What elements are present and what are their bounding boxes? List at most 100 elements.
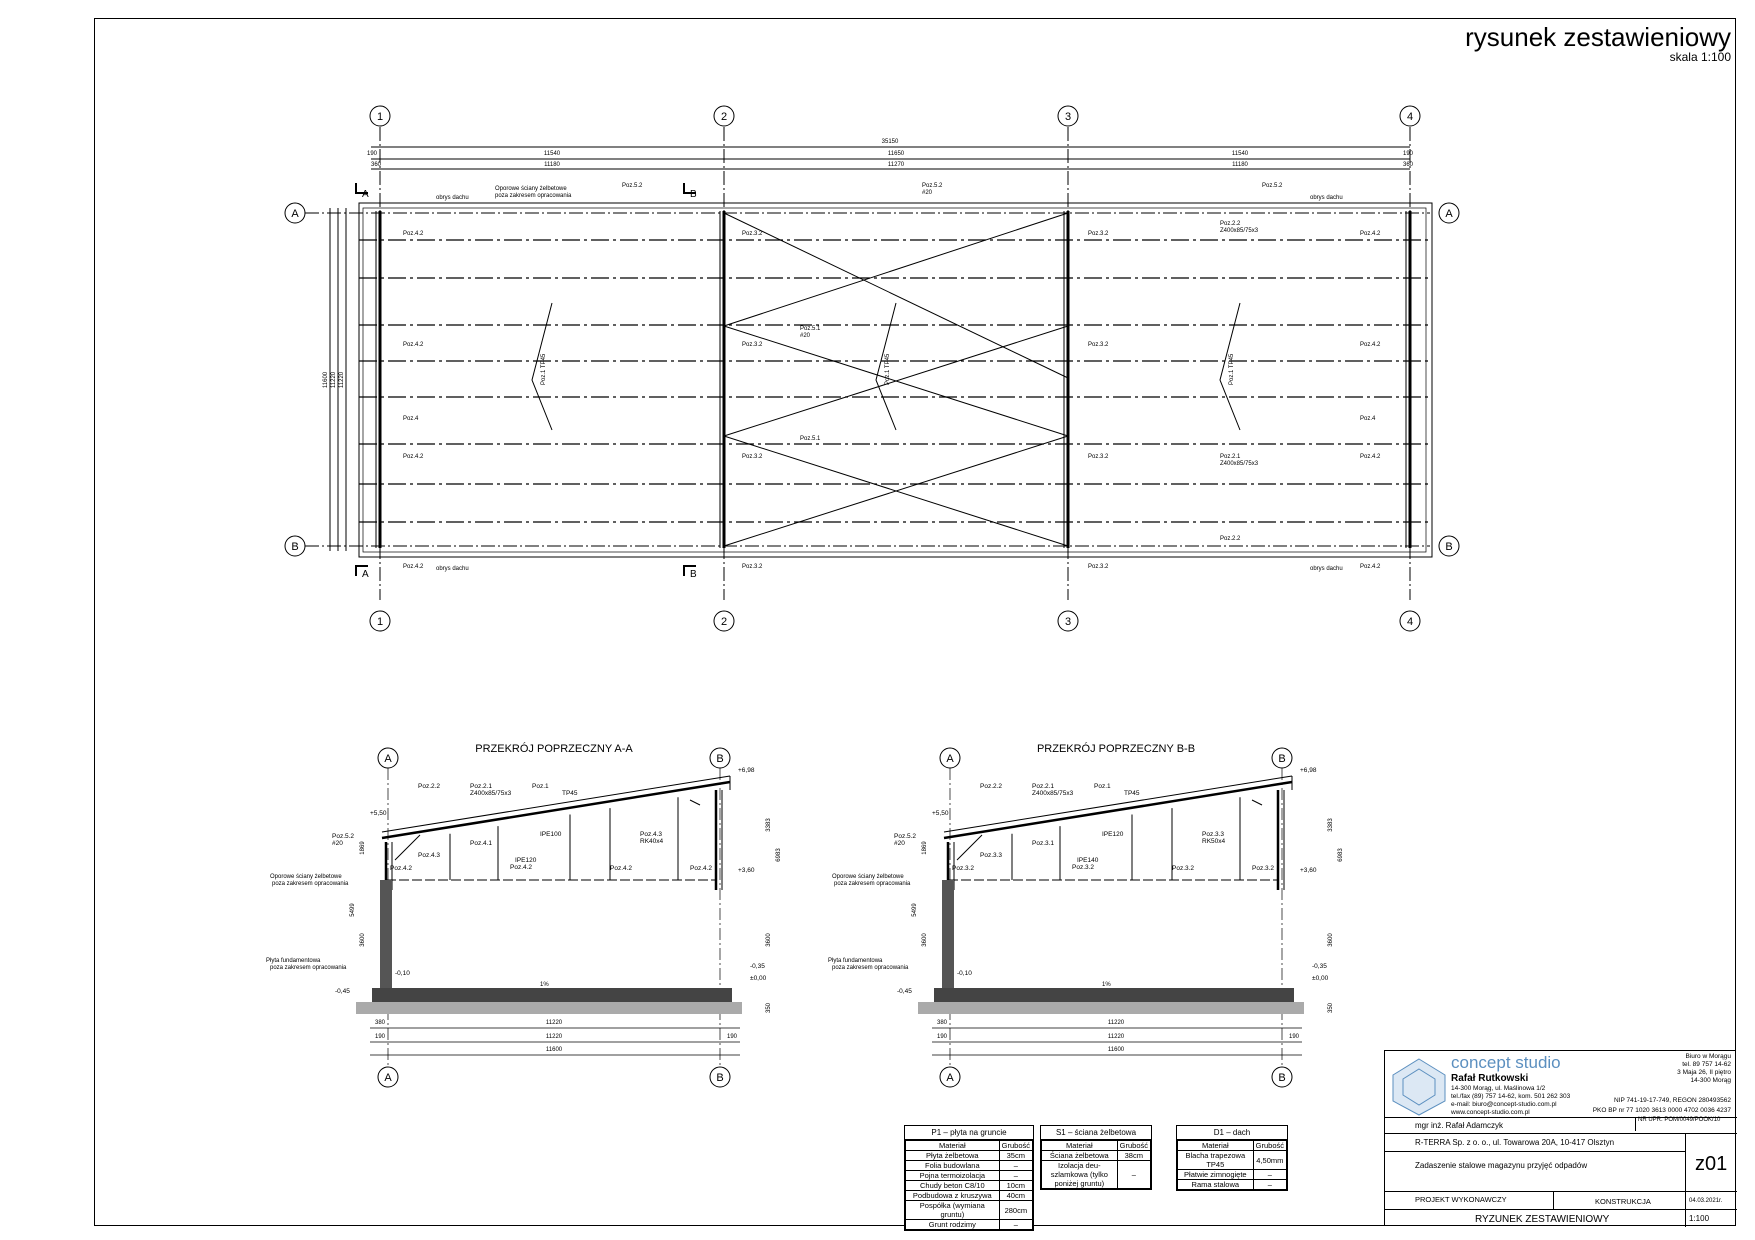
member-label: Poz.4.2: [610, 865, 632, 872]
dimension: 11220: [1108, 1034, 1125, 1040]
drawing-label: Poz.4.2: [1360, 342, 1381, 348]
level-mark: -0,10: [957, 970, 972, 977]
axis-label: A: [946, 753, 954, 765]
table-cell: Grunt rodzimy: [905, 1219, 1000, 1230]
member-label: IPE120: [1102, 831, 1124, 838]
table-cell: Izolacja deu-szlamkowa (tylko poniżej gr…: [1041, 1160, 1118, 1189]
drawing-label: poza zakresem opracowania: [834, 881, 911, 887]
table-cell: –: [998, 1160, 1034, 1171]
dimension: 5499: [912, 903, 918, 917]
drawing-label: poza zakresem opracowania: [832, 965, 909, 971]
drawing-label: Poz.1 TP45: [1229, 353, 1235, 385]
drawing-label: Oporowe ściany żelbetowe: [270, 874, 342, 880]
level-mark: -0,45: [335, 988, 350, 995]
table-cell: Podbudowa z kruszywa: [905, 1190, 1000, 1201]
axis-label: 4: [1407, 616, 1413, 628]
dimension: 350: [1328, 1002, 1334, 1013]
table-cell: Pojna termoizolacja: [905, 1170, 1000, 1181]
drawing-name: RYZUNEK ZESTAWIENIOWY: [1475, 1214, 1610, 1225]
dimension: 190: [367, 151, 378, 157]
drawing-label: Poz.5.2: [622, 183, 643, 189]
table-cell: 38cm: [1116, 1150, 1152, 1161]
drawing-label: Poz.2.2: [1220, 536, 1241, 542]
table-row: Grunt rodzimy–: [905, 1219, 1034, 1230]
member-label: Poz.3.2: [1172, 865, 1194, 872]
drawing-label: Poz.4.2: [403, 564, 424, 570]
level-mark: +6,98: [738, 767, 755, 774]
dimension: 190: [1403, 151, 1414, 157]
dimension: 11220: [1108, 1020, 1125, 1026]
axis-label: 4: [1407, 111, 1413, 123]
bank-account: PKO BP nr 77 1020 3613 0000 4702 0036 42…: [1592, 1107, 1731, 1114]
drawing-label: Poz.3.2: [742, 454, 763, 460]
member-label: Poz.3.2: [1252, 865, 1274, 872]
office-line: 3 Maja 26, II piętro: [1677, 1069, 1731, 1076]
member-label: #20: [894, 840, 905, 847]
level-mark: ±0,00: [750, 975, 767, 982]
dimension: 11600: [546, 1047, 563, 1053]
level-mark: +6,98: [1300, 767, 1317, 774]
axis-label: A: [291, 208, 299, 220]
drawing-label: obrys dachu: [436, 195, 469, 201]
member-label: RK50x4: [1202, 838, 1226, 845]
member-label: IPE120: [515, 857, 537, 864]
sheet-number: z01: [1695, 1153, 1728, 1175]
drawing-label: Poz.4.2: [403, 342, 424, 348]
material-table-caption: P1 – płyta na gruncie: [905, 1126, 1033, 1140]
axis-label: B: [1278, 753, 1285, 765]
table-cell: Folia budowlana: [905, 1160, 1000, 1171]
level-mark: -0,35: [750, 963, 765, 970]
axis-label: B: [1445, 541, 1452, 553]
material-table-caption: D1 – dach: [1177, 1126, 1287, 1140]
dimension: 35150: [882, 139, 899, 145]
level-mark: -0,10: [395, 970, 410, 977]
dimension: 6983: [776, 848, 782, 862]
level-mark: +3,60: [1300, 867, 1317, 874]
axis-label: B: [291, 541, 298, 553]
member-label: TP45: [562, 790, 578, 797]
address-line: tel./fax (89) 757 14-62, kom. 501 262 30…: [1451, 1093, 1571, 1100]
member-label: Poz.3.1: [1032, 840, 1054, 847]
axis-label: 3: [1065, 111, 1071, 123]
nip: NIP 741-19-17-749, REGON 280493562: [1614, 1097, 1731, 1104]
drawing-label: Płyta fundamentowa: [828, 958, 883, 964]
drawing-label: Poz.2.1: [1220, 454, 1241, 460]
drawing-label: Z400x85/75x3: [1220, 461, 1259, 467]
dimension: 3383: [766, 818, 772, 832]
address-line: e-mail: biuro@concept-studio.com.pl: [1451, 1101, 1557, 1108]
axis-label: 1: [377, 616, 383, 628]
member-label: TP45: [1124, 790, 1140, 797]
section-title: PRZEKRÓJ POPRZECZNY A-A: [475, 742, 633, 755]
member-label: Poz.2.1: [1032, 783, 1054, 790]
drawing-label: obrys dachu: [436, 566, 469, 572]
member-label: Poz.4.2: [510, 864, 532, 871]
table-row: Izolacja deu-szlamkowa (tylko poniżej gr…: [1041, 1160, 1152, 1189]
member-label: RK40x4: [640, 838, 664, 845]
table-cell: 280cm: [998, 1200, 1034, 1220]
table-header: Grubość: [1252, 1140, 1288, 1151]
sheet-title: rysunek zestawieniowy: [1465, 22, 1731, 52]
design-stage: PROJEKT WYKONAWCZY: [1415, 1195, 1507, 1204]
drawing-label: Poz.4.2: [1360, 231, 1381, 237]
member-label: Poz.4.2: [690, 865, 712, 872]
table-cell: –: [1252, 1169, 1288, 1180]
table-cell: Blacha trapezowa TP45: [1177, 1150, 1254, 1170]
axis-label: 2: [721, 111, 727, 123]
drawing-label: B: [690, 189, 697, 200]
dimension: 380: [937, 1020, 948, 1026]
dimension: 11540: [544, 151, 561, 157]
dimension: 6983: [1338, 848, 1344, 862]
drawing-label: A: [362, 569, 369, 580]
table-row: Folia budowlana–: [905, 1160, 1034, 1171]
table-cell: –: [1252, 1179, 1288, 1190]
dimension: 11220: [339, 371, 345, 388]
table-row: Pojna termoizolacja–: [905, 1170, 1034, 1181]
